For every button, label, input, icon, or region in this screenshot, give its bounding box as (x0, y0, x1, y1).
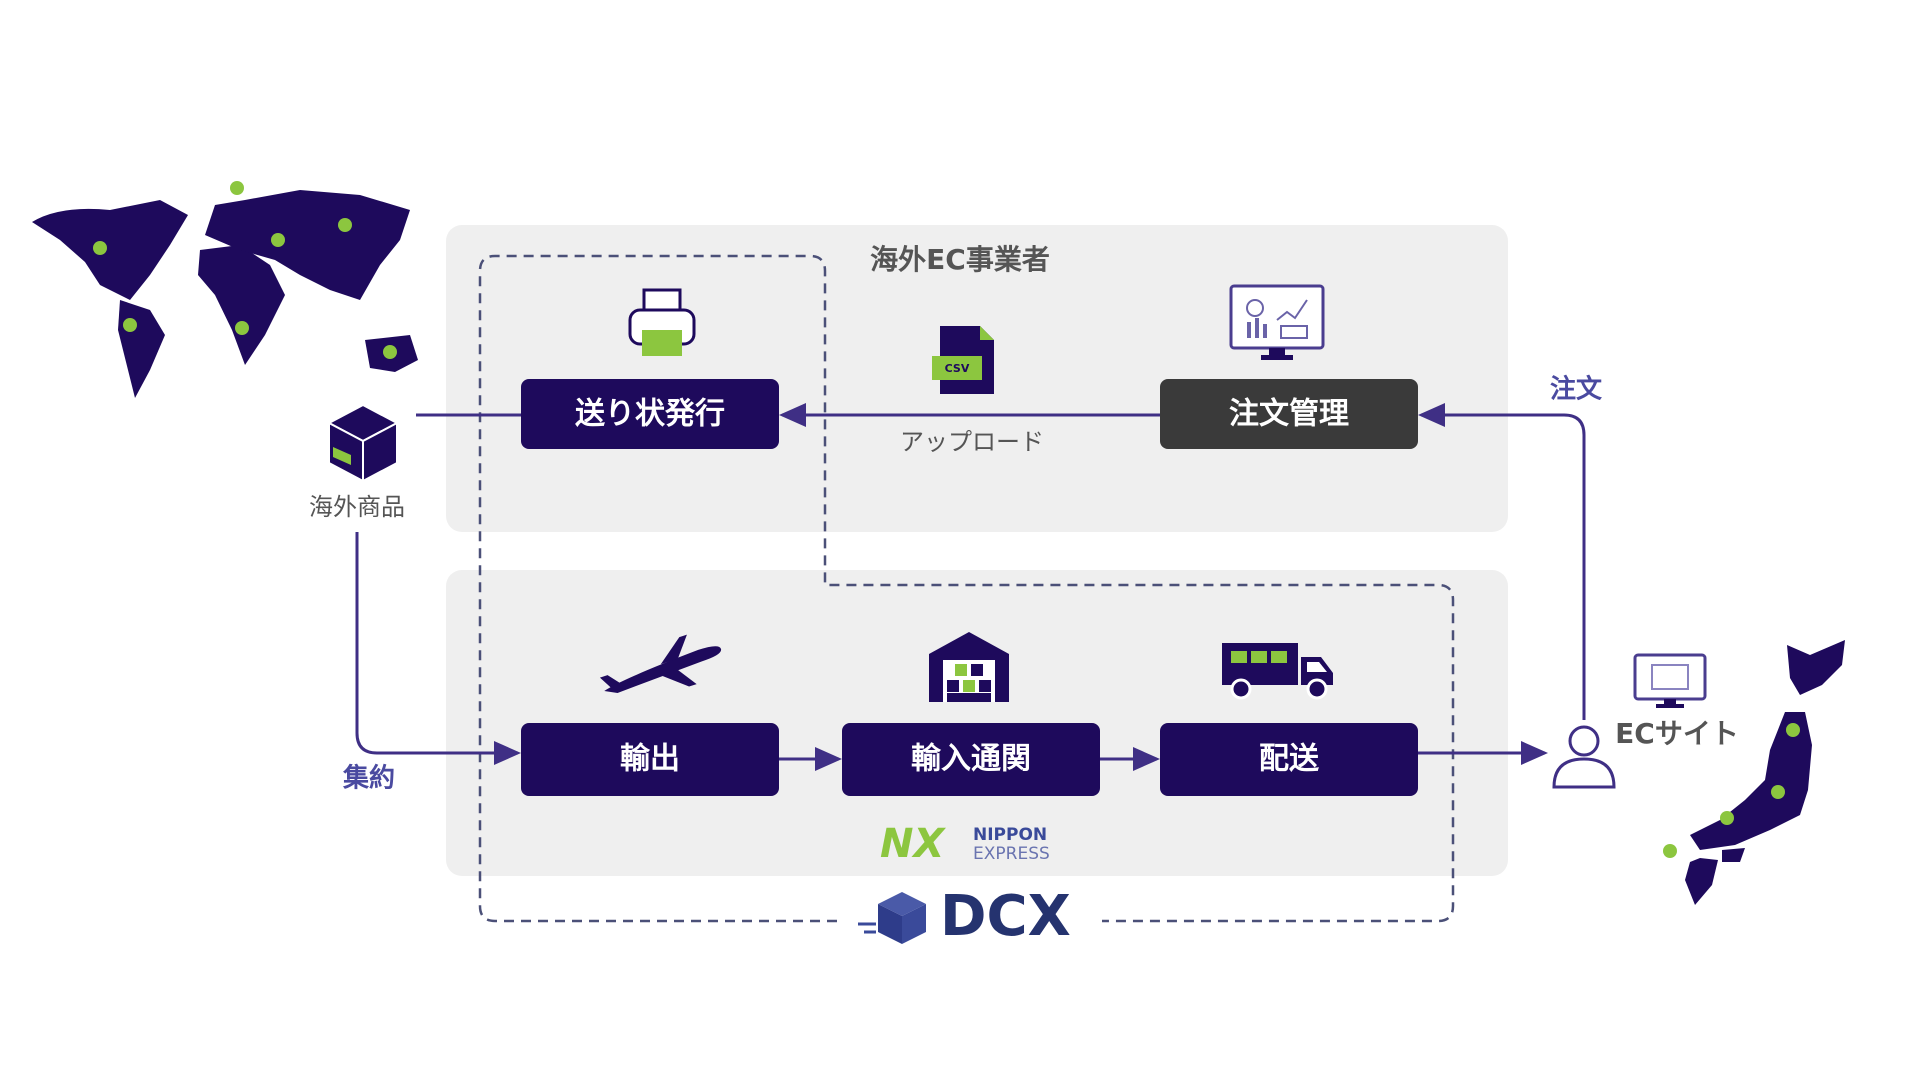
overseas-ec-title: 海外EC事業者 (870, 243, 1050, 276)
ec-site-label: ECサイト (1615, 717, 1739, 750)
flow-order-arrow (1418, 403, 1586, 720)
customer-person-icon (1552, 725, 1616, 789)
airplane-icon (599, 634, 722, 693)
japan-location-pins (1663, 723, 1800, 858)
dcx-cube-icon (858, 892, 926, 944)
warehouse-icon (929, 632, 1009, 702)
flow-consolidation-arrow (355, 532, 521, 765)
invoice-issue-box: 送り状発行 (521, 379, 779, 449)
import-customs-label: 輸入通関 (911, 742, 1031, 777)
ec-site-monitor-icon (1633, 653, 1707, 708)
analytics-monitor-icon (1229, 284, 1325, 360)
nx-mark: NX (880, 821, 946, 867)
world-map (32, 181, 418, 398)
nx-name-nippon: NIPPON (973, 825, 1047, 845)
overseas-goods-label: 海外商品 (309, 493, 405, 521)
truck-icon (1222, 643, 1333, 700)
nippon-express-logo: NX NIPPON EXPRESS (880, 821, 1050, 867)
japan-map (1663, 640, 1845, 905)
order-label: 注文 (1550, 374, 1603, 405)
invoice-issue-label: 送り状発行 (575, 397, 725, 432)
location-pins (93, 181, 397, 359)
export-box: 輸出 (521, 723, 779, 796)
delivery-label: 配送 (1259, 742, 1319, 777)
csv-label: CSV (945, 362, 970, 375)
nx-name-express: EXPRESS (973, 844, 1050, 864)
package-box-icon (326, 403, 400, 483)
dcx-logo: DCX (858, 884, 1071, 949)
dcx-wordmark: DCX (940, 884, 1071, 949)
upload-label: アップロード (900, 428, 1044, 456)
printer-icon (628, 288, 696, 356)
export-label: 輸出 (620, 742, 680, 777)
order-management-label: 注文管理 (1229, 397, 1349, 432)
import-customs-box: 輸入通関 (842, 723, 1100, 796)
delivery-box: 配送 (1160, 723, 1418, 796)
dcx-scope-outline (478, 254, 1455, 923)
consolidation-label: 集約 (342, 763, 395, 794)
order-management-box: 注文管理 (1160, 379, 1418, 449)
csv-file-icon: CSV (932, 326, 994, 394)
